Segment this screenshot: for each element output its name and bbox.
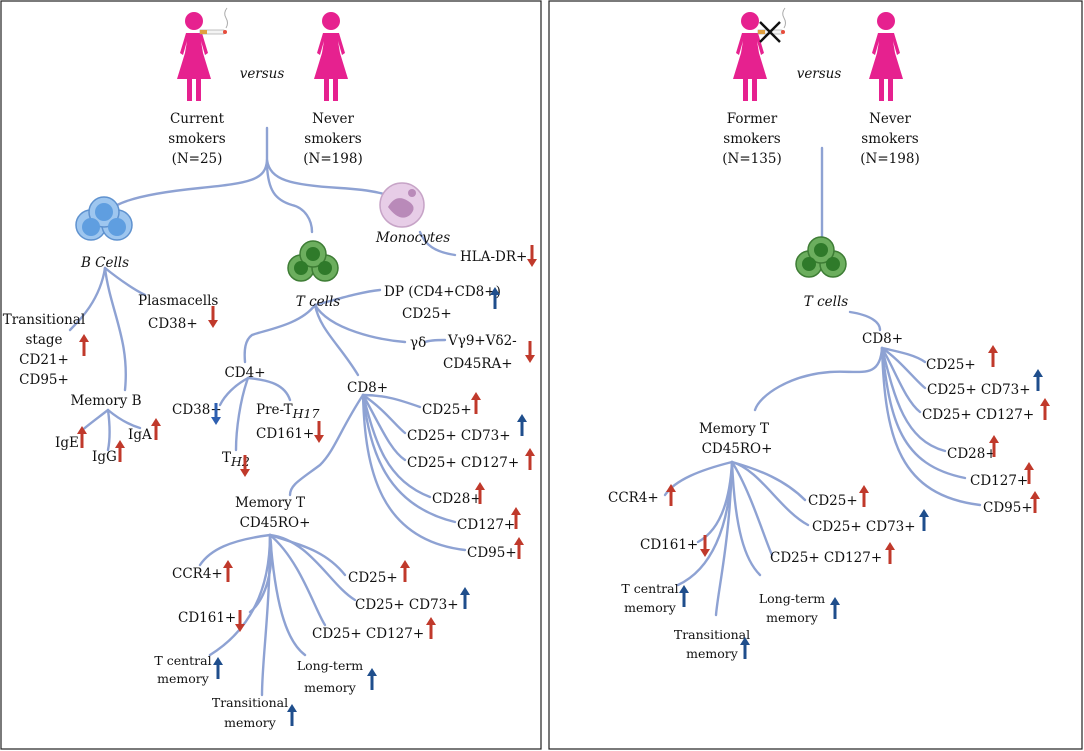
- igg-label: IgG: [92, 449, 117, 465]
- b-cell-icon: [75, 196, 133, 241]
- transitional-cd95-label: CD95+: [19, 372, 69, 388]
- l-memory-t-label: Memory T: [235, 495, 305, 511]
- r-cd8-cd28: CD28+: [947, 446, 997, 462]
- r-mem-cd161: CD161+: [640, 537, 698, 553]
- r-mem-longterm-memory: memory: [766, 610, 819, 625]
- r-cd8-cd127: CD127+: [970, 473, 1028, 489]
- gamma-delta-label: γδ: [410, 335, 426, 351]
- r-group1-line2: smokers: [723, 131, 780, 147]
- cd161-cd4-label: CD161+: [256, 426, 314, 442]
- b-cells-label: B Cells: [80, 255, 129, 271]
- group2-line1: Never: [312, 111, 354, 127]
- r-t-cells-label: T cells: [804, 294, 848, 310]
- group2-n: (N=198): [303, 151, 362, 167]
- transitional-stage-label: stage: [25, 332, 62, 348]
- r-mem-ccr4: CCR4+: [608, 490, 659, 506]
- l-mem-cd25: CD25+: [348, 570, 398, 586]
- l-cd8-cd25-cd73: CD25+ CD73+: [407, 428, 511, 444]
- cigarette-icon: [199, 7, 228, 35]
- l-memory-t-cd45ro-label: CD45RO+: [240, 515, 311, 531]
- l-cd8-cd95: CD95+: [467, 545, 517, 561]
- r-mem-cd25-cd127: CD25+ CD127+: [770, 550, 882, 566]
- left-panel: [0, 0, 542, 750]
- right-labels: T cells CD8+ CD25+ CD25+ CD73+ CD25+ CD1…: [608, 294, 1034, 661]
- transitional-cd21-label: CD21+: [19, 352, 69, 368]
- r-group2-line2: smokers: [861, 131, 918, 147]
- r-group2-n: (N=198): [860, 151, 919, 167]
- r-cd8-cd95: CD95+: [983, 500, 1033, 516]
- r-cd8-label: CD8+: [862, 331, 903, 347]
- r-group1-line1: Former: [727, 111, 778, 127]
- cd8-label: CD8+: [347, 380, 388, 396]
- r-memory-t-label: Memory T: [699, 421, 769, 437]
- l-mem-cd25-cd73: CD25+ CD73+: [355, 597, 459, 613]
- iga-label: IgA: [128, 427, 152, 443]
- ige-label: IgE: [55, 435, 79, 451]
- r-mem-tcentral-memory: memory: [624, 600, 677, 615]
- memory-b-label: Memory B: [70, 393, 141, 409]
- plasmacells-cd38-label: CD38+: [148, 316, 198, 332]
- l-mem-ccr4: CCR4+: [172, 566, 223, 582]
- l-mem-transitional: Transitional: [212, 695, 288, 710]
- r-cd8-cd25-cd127: CD25+ CD127+: [922, 407, 1034, 423]
- versus-label: versus: [240, 66, 285, 82]
- group1-n: (N=25): [172, 151, 223, 167]
- l-mem-tcentral-memory: memory: [157, 671, 210, 686]
- plasmacells-label: Plasmacells: [138, 293, 218, 309]
- dp-label: DP (CD4+CD8+): [384, 284, 501, 300]
- th2-subscript: H2: [230, 454, 250, 469]
- r-mem-transitional: Transitional: [674, 627, 750, 642]
- r-group2-line1: Never: [869, 111, 911, 127]
- l-mem-longterm: Long-term: [297, 658, 363, 673]
- cd4-label: CD4+: [224, 365, 265, 381]
- r-mem-transitional-memory: memory: [686, 646, 739, 661]
- monocyte-icon: [379, 182, 425, 228]
- r-cd8-cd25: CD25+: [926, 357, 976, 373]
- l-cd8-cd25: CD25+: [422, 402, 472, 418]
- l-cd8-cd25-cd127: CD25+ CD127+: [407, 455, 519, 471]
- monocytes-label: Monocytes: [375, 230, 450, 246]
- r-memory-t-cd45ro-label: CD45RO+: [702, 441, 773, 457]
- l-cd8-cd28: CD28+: [432, 491, 482, 507]
- t-cells-label: T cells: [296, 294, 340, 310]
- th2-text: T: [222, 450, 231, 466]
- vg9-label: Vγ9+Vδ2-: [447, 333, 517, 349]
- r-mem-tcentral: T central: [621, 581, 678, 596]
- r-mem-cd25: CD25+: [808, 493, 858, 509]
- l-cd8-cd127: CD127+: [457, 517, 515, 533]
- group1-line1: Current: [170, 111, 225, 127]
- l-mem-transitional-memory: memory: [224, 715, 277, 730]
- group2-line2: smokers: [304, 131, 361, 147]
- transitional-label: Transitional: [3, 312, 85, 328]
- r-group1-n: (N=135): [722, 151, 781, 167]
- right-header: versus Former smokers (N=135) Never smok…: [722, 7, 920, 167]
- group1-line2: smokers: [168, 131, 225, 147]
- l-mem-cd25-cd127: CD25+ CD127+: [312, 626, 424, 642]
- left-branches: [68, 126, 467, 697]
- l-mem-tcentral: T central: [154, 653, 211, 668]
- r-cd8-cd25-cd73: CD25+ CD73+: [927, 382, 1031, 398]
- no-cigarette-icon: [757, 7, 786, 43]
- pre-th17-text: Pre-T: [256, 402, 293, 418]
- versus-label: versus: [797, 66, 842, 82]
- left-header: versus Current smokers (N=25) Never smok…: [168, 7, 363, 167]
- l-mem-cd161: CD161+: [178, 610, 236, 626]
- pre-th17-label: Pre-TH17: [256, 402, 319, 421]
- r-mem-cd25-cd73: CD25+ CD73+: [812, 519, 916, 535]
- cd38-label: CD38+: [172, 402, 222, 418]
- left-labels: B Cells T cells Monocytes HLA-DR+ Plasma…: [3, 230, 528, 730]
- hla-dr-label: HLA-DR+: [460, 249, 527, 265]
- pre-th17-subscript: H17: [292, 406, 320, 421]
- dp-cd25-label: CD25+: [402, 306, 452, 322]
- vg9-cd45ra-label: CD45RA+: [443, 356, 513, 372]
- r-mem-longterm: Long-term: [759, 591, 825, 606]
- l-mem-longterm-memory: memory: [304, 680, 357, 695]
